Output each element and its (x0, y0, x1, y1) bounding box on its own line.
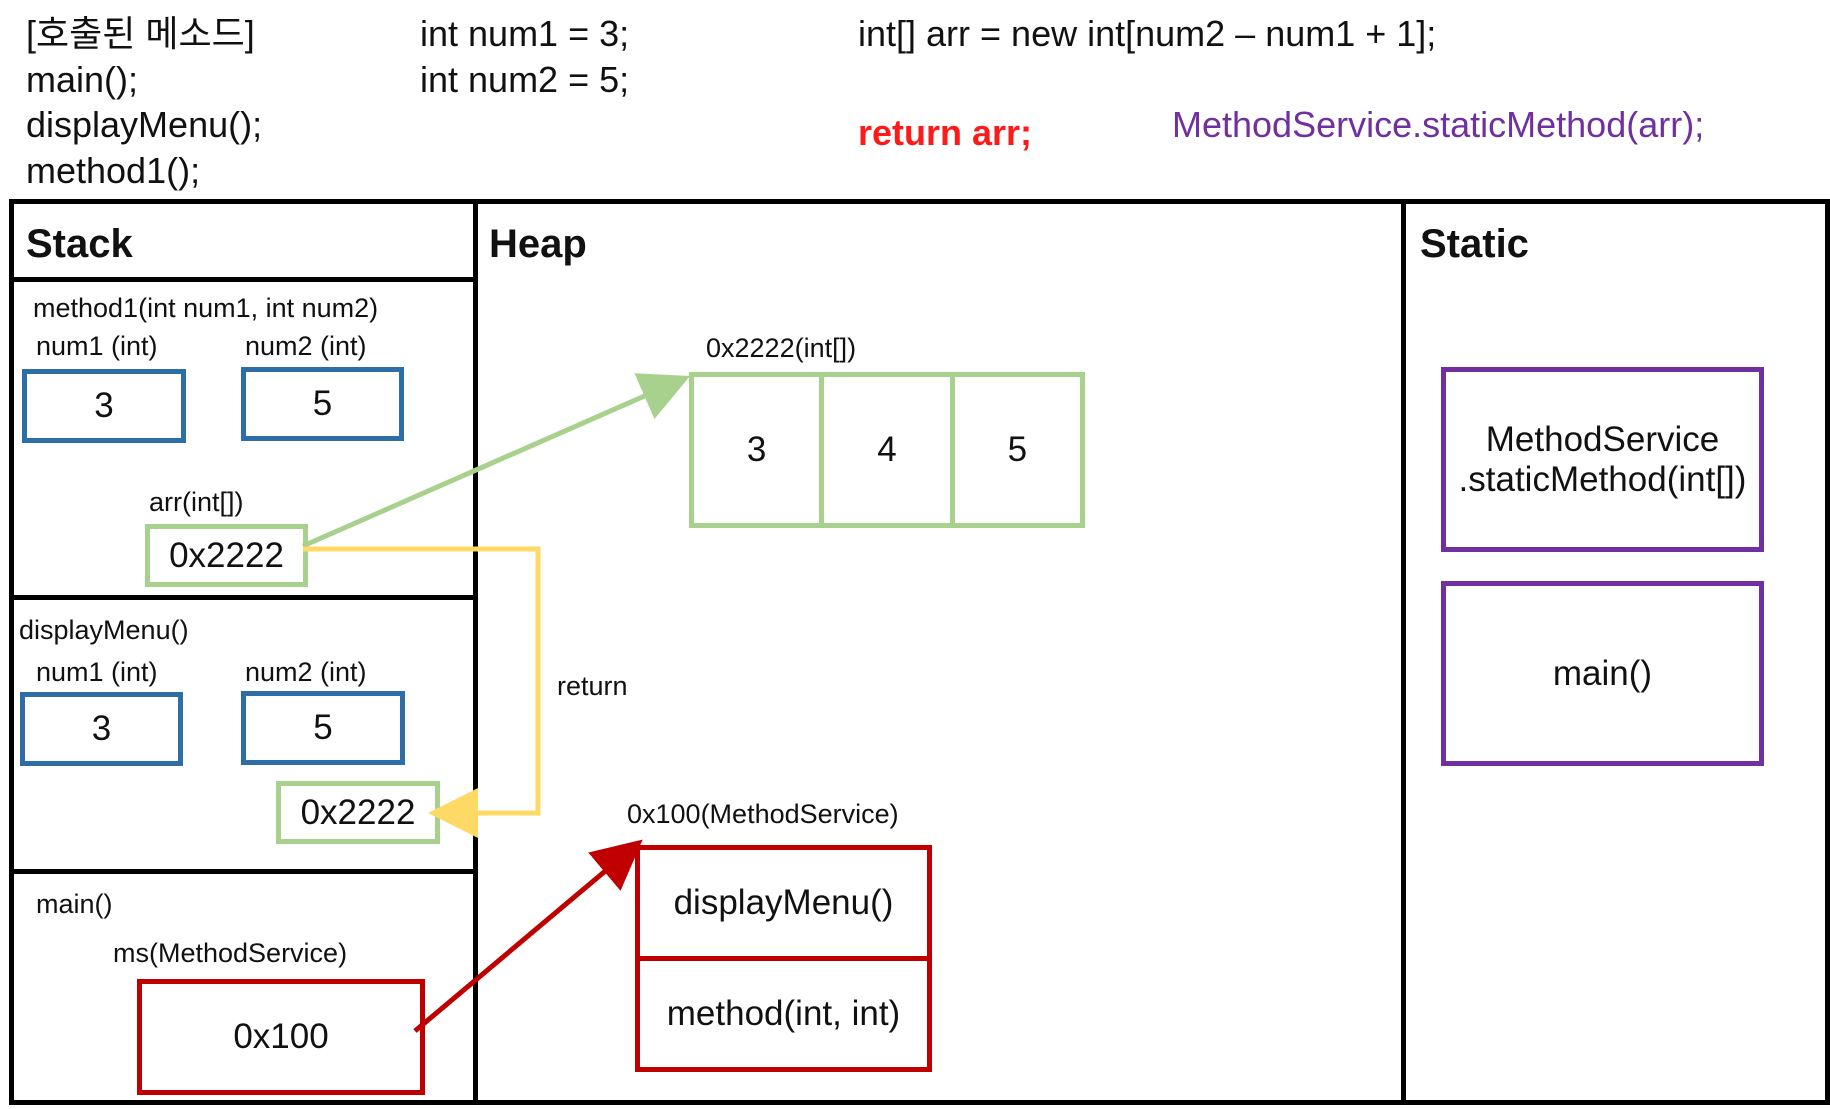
code-num1-declaration: int num1 = 3; (420, 13, 630, 54)
heap-title: Heap (489, 222, 587, 266)
heap-panel: Heap 0x2222(int[]) 3 4 5 return 0x100(Me… (469, 199, 1406, 1105)
displaymenu-num2-value: 5 (241, 691, 405, 765)
method1-num1-label: num1 (int) (36, 331, 158, 361)
code-return-statement: return arr; (858, 112, 1033, 153)
displaymenu-num2-label: num2 (int) (245, 657, 367, 687)
displaymenu-num1-value: 3 (20, 692, 183, 766)
static-method-class: MethodService (1485, 419, 1720, 459)
displaymenu-signature: displayMenu() (19, 615, 189, 645)
static-title: Static (1420, 222, 1529, 266)
method1-num2-value: 5 (241, 367, 404, 441)
method1-signature: method1(int num1, int num2) (33, 293, 379, 323)
code-num2-declaration: int num2 = 5; (420, 59, 630, 100)
stack-panel: Stack method1(int num1, int num2) num1 (… (9, 199, 478, 1105)
method1-num2-label: num2 (int) (245, 331, 367, 361)
code-static-method-call: MethodService.staticMethod(arr); (1172, 104, 1705, 145)
called-method-method1: method1(); (26, 150, 201, 191)
heap-array-cell: 3 (694, 377, 825, 523)
displaymenu-ref-value: 0x2222 (276, 781, 440, 844)
displaymenu-frame: displayMenu() num1 (int) num2 (int) 3 5 … (14, 600, 473, 874)
method1-arr-value: 0x2222 (145, 524, 308, 587)
called-methods-heading: [호출된 메소드] (26, 13, 255, 54)
main-frame: main() ms(MethodService) 0x100 (14, 874, 473, 1100)
called-method-displaymenu: displayMenu(); (26, 104, 263, 145)
method1-frame: method1(int num1, int num2) num1 (int) n… (14, 282, 473, 600)
heap-array: 3 4 5 (689, 372, 1085, 528)
main-ms-label: ms(MethodService) (113, 938, 348, 968)
heap-array-cell: 5 (1007, 430, 1028, 469)
static-method-box: MethodService .staticMethod(int[]) (1441, 367, 1764, 552)
heap-array-label: 0x2222(int[]) (706, 333, 857, 363)
heap-object: displayMenu() method(int, int) (635, 845, 932, 1072)
main-signature: main() (36, 889, 113, 919)
method1-arr-label: arr(int[]) (149, 487, 244, 517)
heap-array-cell: 4 (824, 377, 955, 523)
code-array-declaration: int[] arr = new int[num2 – num1 + 1]; (858, 13, 1437, 54)
displaymenu-num1-label: num1 (int) (36, 657, 158, 687)
heap-object-method-method: method(int, int) (666, 994, 901, 1033)
return-label: return (557, 671, 628, 701)
called-method-main: main(); (26, 59, 139, 100)
main-ms-value: 0x100 (137, 979, 425, 1095)
static-method-signature: .staticMethod(int[]) (1458, 459, 1747, 499)
method1-num1-value: 3 (22, 369, 186, 443)
static-main-box: main() (1441, 581, 1764, 766)
static-panel: Static MethodService .staticMethod(int[]… (1401, 199, 1830, 1105)
heap-object-method-displaymenu: displayMenu() (640, 850, 927, 961)
stack-title-separator (14, 204, 473, 282)
stack-title: Stack (26, 222, 133, 266)
heap-object-label: 0x100(MethodService) (627, 799, 899, 829)
